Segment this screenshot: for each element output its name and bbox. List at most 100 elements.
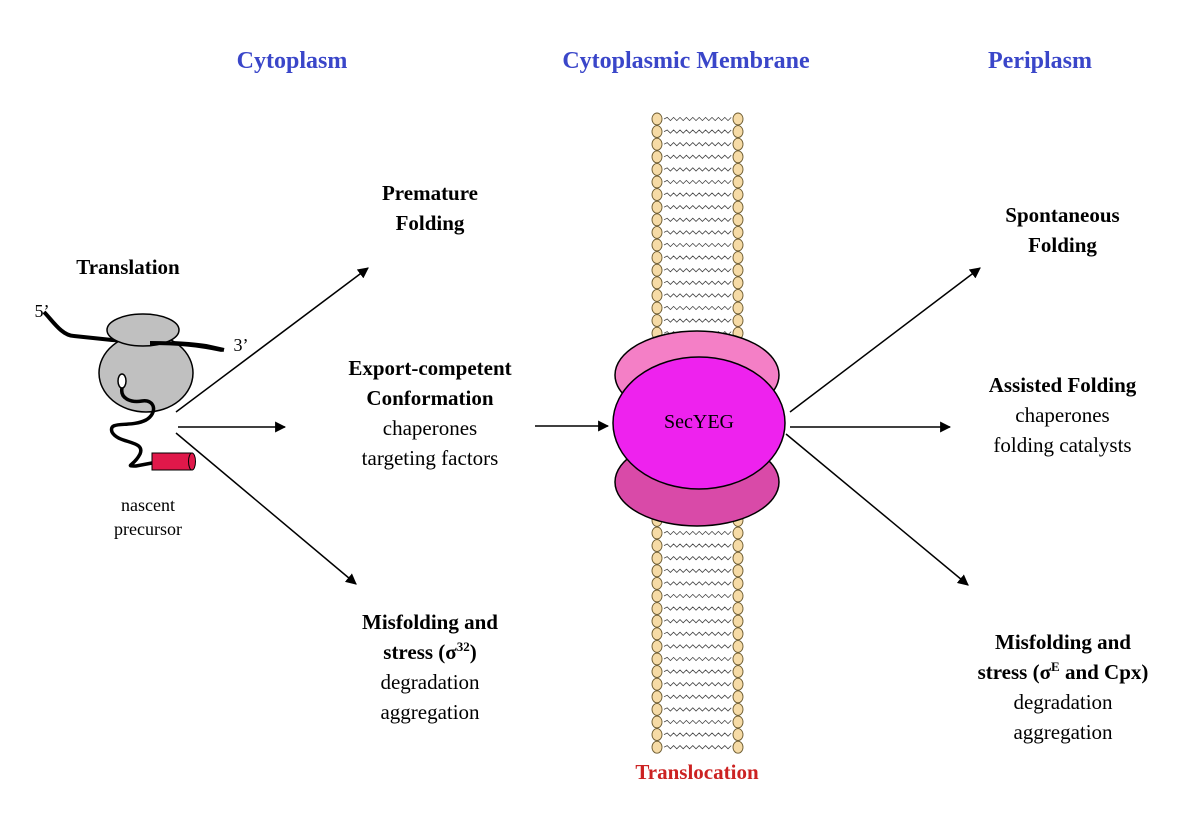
lipid-tail xyxy=(663,719,732,725)
lipid-head xyxy=(732,276,744,290)
lipid-head xyxy=(651,627,663,641)
lipid-head xyxy=(732,690,744,704)
signal-peptide-icon xyxy=(188,452,196,471)
translation-title: Translation xyxy=(76,255,180,279)
lipid-tail xyxy=(663,230,732,235)
ribosome-icon xyxy=(42,310,225,471)
lipid-head xyxy=(651,225,663,239)
lipid-head xyxy=(651,702,663,716)
lipid-head xyxy=(651,263,663,277)
spontaneous-folding-label: Spontaneous Folding xyxy=(1005,203,1120,257)
lipid-tail xyxy=(663,268,732,273)
lipid-head xyxy=(651,639,663,653)
ribosome-small-subunit xyxy=(106,313,180,347)
lipid-tail xyxy=(663,694,732,699)
nascent-chain xyxy=(109,387,156,468)
lipid-tail xyxy=(663,242,732,248)
arrow-to-spontaneous-folding xyxy=(789,267,981,413)
lipid-head xyxy=(651,162,663,176)
lipid-tail xyxy=(663,255,732,260)
lipid-head xyxy=(732,665,744,679)
premature-folding-label: Premature Folding xyxy=(381,181,479,235)
lipid-head xyxy=(732,175,744,189)
lipid-tail xyxy=(663,556,732,561)
lipid-head xyxy=(651,690,663,704)
lipid-head xyxy=(651,137,663,151)
lipid-head xyxy=(732,715,744,729)
lipid-tail xyxy=(663,179,732,185)
lipid-tail xyxy=(663,293,732,298)
lipid-head xyxy=(651,526,663,540)
lipid-head xyxy=(651,652,663,666)
lipid-head xyxy=(732,125,744,139)
lipid-head xyxy=(651,665,663,679)
lipid-head xyxy=(732,162,744,176)
lipid-head xyxy=(651,576,663,590)
lipid-tail xyxy=(663,732,732,737)
lipid-tail xyxy=(663,318,732,323)
lipid-head xyxy=(732,677,744,691)
lipid-tail xyxy=(663,167,732,172)
lipid-tail xyxy=(663,631,732,636)
lipid-tail xyxy=(663,644,732,649)
lipid-tail xyxy=(663,682,732,687)
lipid-tail xyxy=(663,192,732,197)
lipid-head xyxy=(732,602,744,616)
lipid-head xyxy=(651,188,663,202)
header-cytoplasm: Cytoplasm xyxy=(236,48,348,74)
lipid-tail xyxy=(663,205,732,210)
cytoplasm-misfolding-label: Misfolding and stress (σ32) degradation … xyxy=(362,610,498,724)
lipid-head xyxy=(732,137,744,151)
lipid-head xyxy=(732,301,744,315)
lipid-head xyxy=(732,200,744,214)
lipid-tail xyxy=(663,280,732,285)
lipid-head xyxy=(732,702,744,716)
lipid-tail xyxy=(663,305,732,311)
lipid-head xyxy=(732,564,744,578)
lipid-tail xyxy=(663,142,732,147)
nascent-precursor-label: nascent precursor xyxy=(114,495,182,539)
lipid-head xyxy=(732,551,744,565)
three-prime-label: 3’ xyxy=(233,335,249,355)
lipid-head xyxy=(651,175,663,189)
lipid-head xyxy=(732,263,744,277)
lipid-head xyxy=(732,627,744,641)
lipid-head xyxy=(651,715,663,729)
lipid-head xyxy=(651,314,663,328)
lipid-head xyxy=(651,602,663,616)
lipid-head xyxy=(651,614,663,628)
lipid-head xyxy=(651,677,663,691)
arrow-to-cyto-misfolding xyxy=(175,432,357,585)
lipid-tail xyxy=(663,568,732,573)
lipid-head xyxy=(732,238,744,252)
lipid-head xyxy=(651,200,663,214)
lipid-head xyxy=(651,301,663,315)
lipid-head xyxy=(651,539,663,553)
five-prime-label: 5’ xyxy=(34,301,50,321)
secyeg-label: SecYEG xyxy=(664,411,734,433)
secyeg-channel xyxy=(612,330,786,527)
lipid-head xyxy=(651,589,663,603)
lipid-head xyxy=(732,614,744,628)
lipid-tail xyxy=(663,669,732,674)
lipid-tail xyxy=(663,707,732,712)
assisted-folding-label: Assisted Folding chaperones folding cata… xyxy=(988,373,1137,457)
lipid-head xyxy=(651,288,663,302)
lipid-head xyxy=(651,251,663,265)
lipid-head xyxy=(732,288,744,302)
lipid-tail xyxy=(663,606,732,611)
lipid-tail xyxy=(663,116,732,122)
lipid-tail xyxy=(663,530,732,536)
lipid-head xyxy=(651,564,663,578)
lipid-tail xyxy=(663,129,732,134)
lipid-tail xyxy=(663,656,732,662)
lipid-head xyxy=(732,740,744,754)
lipid-head xyxy=(732,589,744,603)
lipid-head xyxy=(732,652,744,666)
lipid-head xyxy=(732,213,744,227)
periplasm-misfolding-label: Misfolding and stress (σE and Cpx) degra… xyxy=(977,630,1149,744)
arrow-to-premature-folding xyxy=(175,267,369,413)
lipid-tail xyxy=(663,543,732,548)
lipid-head xyxy=(651,276,663,290)
